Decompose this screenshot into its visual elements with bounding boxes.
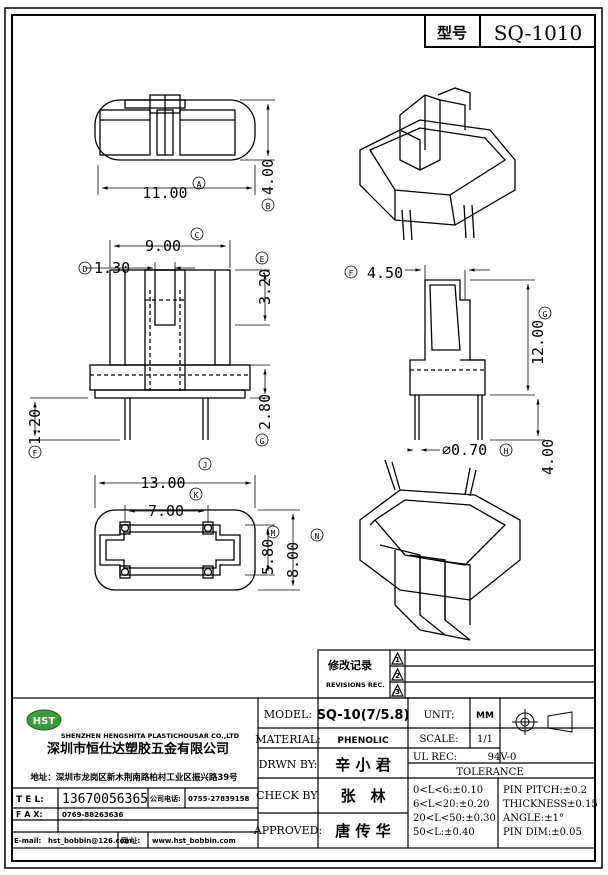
dim-front-width-tag: C <box>195 231 200 240</box>
fax-value: 0769-88263636 <box>62 811 123 819</box>
ulrec-label: UL REC: <box>413 752 457 763</box>
fax-label: F A X: <box>16 810 43 819</box>
dim-body-height-tag: G <box>543 310 548 319</box>
dim-pin-pitch: 7.00 <box>148 502 184 520</box>
tel2-label: 公司电话: <box>150 794 181 803</box>
company-name-en: SHENZHEN HENGSHITA PLASTICHOUSAR CO.,LTD <box>61 732 240 740</box>
check-label: CHECK BY: <box>256 789 320 802</box>
company-address: 地址：深圳市龙岗区新木荆南路柏村工业区振兴路39号 <box>30 772 238 783</box>
dim-top-width: 11.00 <box>142 184 187 202</box>
isometric-top-view <box>359 87 516 241</box>
isometric-bottom-view <box>359 459 521 641</box>
tol2-3: ANGLE:±1° <box>502 813 564 824</box>
dim-bottom-outer: 8.00 <box>284 542 302 578</box>
dim-slot-width: 1.30 <box>94 259 130 277</box>
outer-border <box>4 7 603 869</box>
company-name-cn: 深圳市恒仕达塑胶五金有限公司 <box>47 741 229 757</box>
revision-title-en: REVISIONS REC. <box>326 681 385 689</box>
dim-bottom-width-tag: J <box>203 461 208 470</box>
dim-top-width-tag: A <box>197 180 202 189</box>
web-value: www.hst_bobbin.com <box>152 837 236 845</box>
model-header-number: SQ-1010 <box>494 21 583 45</box>
dim-front-width: 9.00 <box>145 237 181 255</box>
dim-pin-dia-tag: H <box>504 447 509 456</box>
dim-bottom-inner-tag: M <box>271 529 276 538</box>
unit-value: MM <box>476 711 494 721</box>
dim-pin-offset: 1.20 <box>26 409 44 445</box>
side-view <box>409 279 486 440</box>
dim-top-height-tag: B <box>266 202 271 211</box>
dim-bottom-inner: 5.80 <box>259 539 277 575</box>
tel2-value: 0755-27839158 <box>188 795 249 803</box>
web-label: 网 址: <box>121 836 140 845</box>
dim-bottom-outer-tag: N <box>315 532 320 541</box>
scale-label: SCALE: <box>419 734 458 745</box>
bottom-view <box>94 509 256 591</box>
dim-pin-pitch-tag: K <box>194 491 199 500</box>
inner-border <box>11 14 596 862</box>
top-view <box>94 94 256 161</box>
approved-value: 唐 传 华 <box>335 822 390 840</box>
dim-slot-depth-tag: E <box>260 255 265 264</box>
dim-pin-dia: ⌀0.70 <box>442 441 487 459</box>
bottom-view-dims <box>94 457 324 591</box>
scale-value: 1/1 <box>477 734 493 745</box>
model-value: SQ-10(7/5.8) <box>317 708 410 723</box>
tel-label: T E L: <box>16 795 44 805</box>
dim-body-height: 12.00 <box>529 320 547 365</box>
dim-side-depth: 4.50 <box>367 264 403 282</box>
revision-table <box>317 649 596 699</box>
model-header-label: 型号 <box>437 24 467 42</box>
drawn-label: DRWN BY: <box>259 758 318 771</box>
tol-3: 20<L<50:±0.30 <box>413 813 496 824</box>
tol2-4: PIN DIM:±0.05 <box>503 827 582 838</box>
material-value: PHENOLIC <box>337 736 389 746</box>
title-block-grid <box>11 697 596 849</box>
model-label: MODEL: <box>264 708 312 721</box>
email-value: hst_bobbin@126.com <box>48 837 132 845</box>
dim-side-depth-tag: F <box>349 269 354 278</box>
dim-bottom-width: 13.00 <box>140 474 185 492</box>
model-header: 型号 SQ-1010 <box>424 14 596 48</box>
revision-mark-3: 3 <box>395 688 400 696</box>
dim-top-height: 4.00 <box>259 159 277 195</box>
drawn-value: 辛 小 君 <box>335 756 390 774</box>
revision-title-cn: 修改记录 <box>327 658 372 672</box>
front-view <box>89 269 251 440</box>
ulrec-value: 94V-0 <box>488 752 517 763</box>
approved-label: APPROVED: <box>253 824 322 837</box>
unit-label: UNIT: <box>424 710 455 721</box>
side-view-dims <box>344 265 552 457</box>
dim-slot-width-tag: D <box>83 265 88 274</box>
company-logo: HST <box>26 709 62 731</box>
tolerance-label: TOLERANCE <box>456 767 523 778</box>
tol-4: 50<L:±0.40 <box>413 827 475 838</box>
material-label: MATERIAL: <box>255 733 321 746</box>
revision-mark-2: 2 <box>395 672 400 680</box>
tol-1: 0<L<6:±0.10 <box>413 785 483 796</box>
tel-value: 13670056365 <box>62 792 148 807</box>
company-logo-text: HST <box>33 716 56 727</box>
tol-2: 6<L<20:±0.20 <box>413 799 490 810</box>
dim-base-height: 2.80 <box>256 394 274 430</box>
tol2-2: THICKNESS±0.15 <box>503 799 598 810</box>
dim-slot-depth: 3.20 <box>256 269 274 305</box>
projection-symbol <box>512 709 573 735</box>
dim-pin-offset-tag: F <box>33 449 38 458</box>
email-label: E-mail: <box>14 837 42 845</box>
check-value: 张 林 <box>340 787 386 805</box>
revision-mark-1: 1 <box>395 656 400 664</box>
dim-pin-length: 4.00 <box>539 439 557 475</box>
front-view-dims <box>28 227 270 459</box>
top-view-dims <box>97 99 275 212</box>
tol2-1: PIN PITCH:±0.2 <box>503 785 587 796</box>
dim-base-height-tag: G <box>260 437 265 446</box>
